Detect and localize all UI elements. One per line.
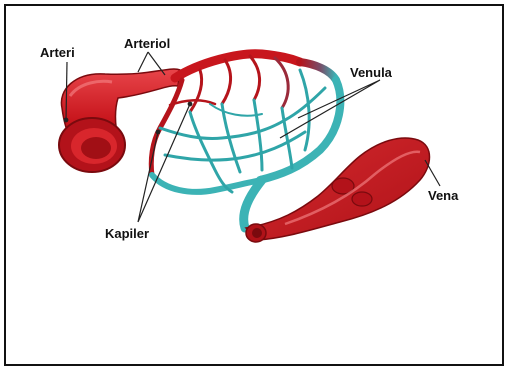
label-arteriol: Arteriol — [124, 36, 170, 51]
label-kapiler: Kapiler — [105, 226, 149, 241]
label-venula: Venula — [350, 65, 393, 80]
vein-shape — [246, 138, 430, 242]
label-arteri: Arteri — [40, 45, 75, 60]
label-vena: Vena — [428, 188, 459, 203]
leader-vena — [425, 160, 440, 186]
